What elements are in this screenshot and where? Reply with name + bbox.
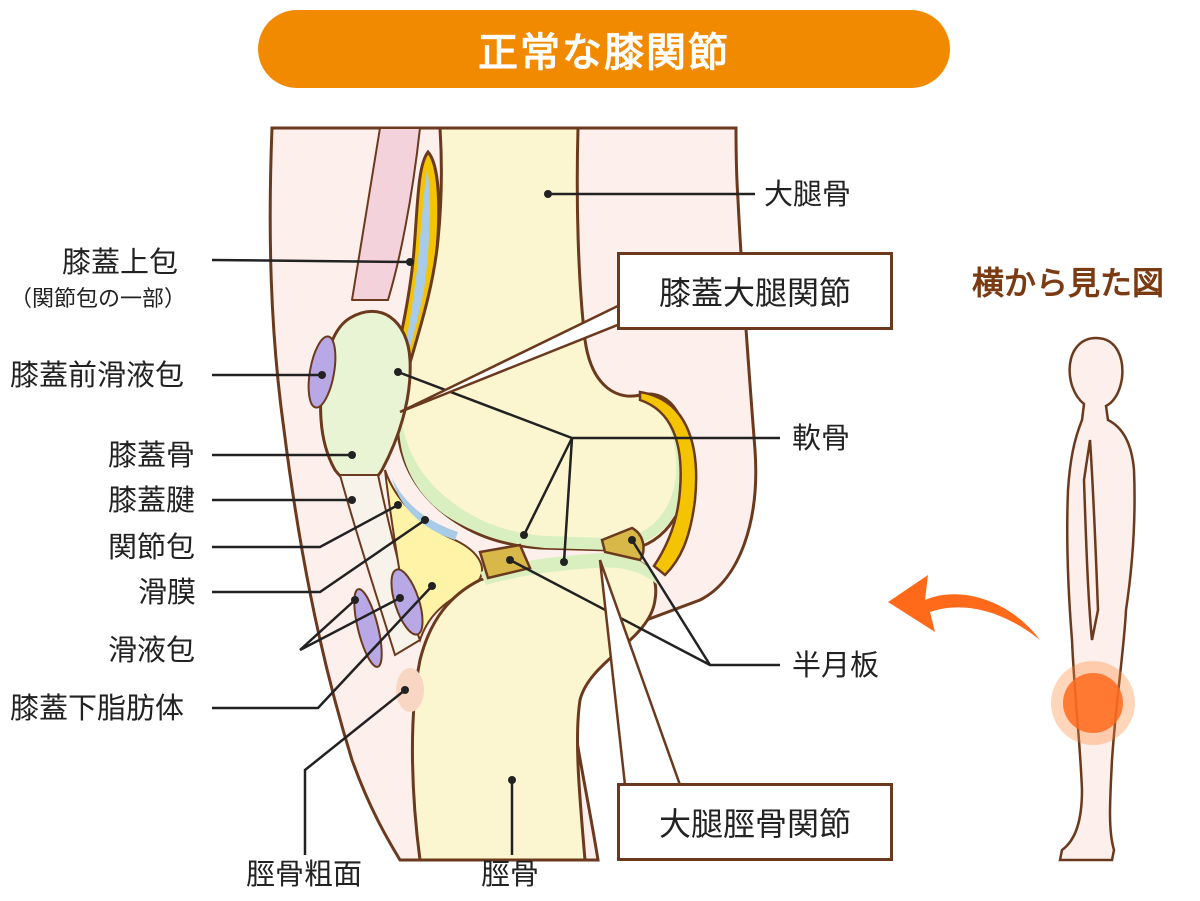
meniscus-posterior	[600, 526, 645, 562]
view-direction-arrow	[888, 575, 1040, 640]
label-suprapatellar-bursa: 膝蓋上包	[62, 245, 179, 279]
label-prepatellar-bursa: 膝蓋前滑液包	[10, 358, 185, 392]
knee-highlight	[1063, 673, 1123, 733]
label-tibia: 脛骨	[481, 857, 540, 891]
label-suprapatellar-bursa-note: （関節包の一部）	[10, 287, 187, 312]
tibia-cartilage	[480, 552, 658, 585]
label-femur: 大腿骨	[764, 177, 852, 211]
suprapatellar-fluid	[400, 170, 430, 380]
tibial-tuberosity	[396, 668, 424, 712]
label-infrapatellar-fat-pad: 膝蓋下脂肪体	[10, 691, 185, 725]
label-patella: 膝蓋骨	[108, 438, 196, 472]
label-dots	[318, 190, 636, 784]
label-joint-capsule: 関節包	[108, 530, 196, 564]
label-meniscus: 半月板	[792, 648, 880, 682]
synovial-fluid-front	[392, 478, 458, 540]
page-title: 正常な膝関節	[258, 10, 950, 88]
deep-infrapatellar-bursa	[390, 568, 424, 636]
label-cartilage: 軟骨	[792, 421, 851, 455]
label-tibial-tuberosity: 脛骨粗面	[246, 857, 363, 891]
side-view-figure	[1058, 336, 1136, 862]
knee-highlight-glow	[1051, 661, 1135, 745]
callout-femorotibial-joint: 大腿脛骨関節	[617, 783, 893, 861]
quadriceps-muscle	[350, 127, 422, 301]
side-view-label: 横から見た図	[972, 264, 1165, 302]
label-synovium: 滑膜	[138, 575, 197, 609]
leader-lines	[211, 192, 780, 855]
callout-patellofemoral-joint: 膝蓋大腿関節	[617, 252, 893, 330]
label-bursa: 滑液包	[108, 633, 196, 667]
meniscus-anterior	[478, 543, 532, 580]
label-patellar-tendon: 膝蓋腱	[108, 483, 196, 517]
